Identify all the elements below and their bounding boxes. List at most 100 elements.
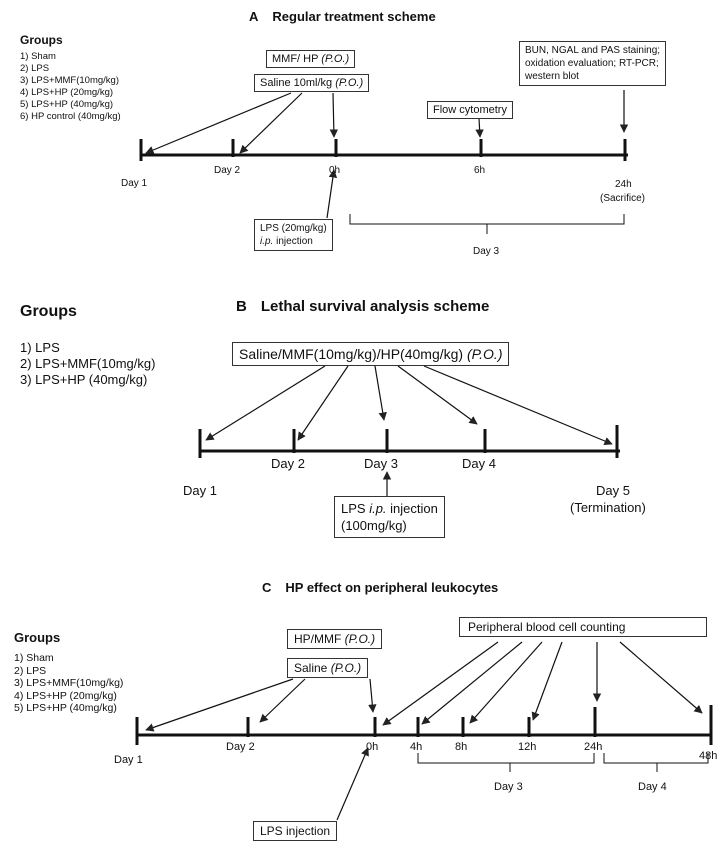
panel-b-letter: B xyxy=(236,298,247,315)
box-a-lps: LPS (20mg/kg) i.p. injection xyxy=(254,219,333,251)
box-c-drug: HP/MMF (P.O.) xyxy=(287,629,383,649)
group-item: 4) LPS+HP (20mg/kg) xyxy=(14,689,117,702)
group-item: 1) LPS xyxy=(20,340,60,355)
label-c-12h: 12h xyxy=(518,741,537,753)
label-c-0h: 0h xyxy=(366,741,379,753)
box-a-analysis-line: BUN, NGAL and PAS staining; xyxy=(525,45,661,56)
panel-c-title: C HP effect on peripheral leukocytes xyxy=(262,580,498,595)
panel-c-graphics xyxy=(135,641,713,821)
box-b-lps-suffix: injection xyxy=(386,501,438,516)
box-a-saline: Saline 10ml/kg (P.O.) xyxy=(254,74,370,92)
box-a-lps-line2: i.p. injection xyxy=(260,235,327,248)
panel-a-groups-heading: Groups xyxy=(20,33,63,47)
label-c-4h: 4h xyxy=(410,741,423,753)
label-b-day5: Day 5 xyxy=(596,483,630,498)
box-a-analysis-line: oxidation evaluation; RT-PCR; xyxy=(525,58,659,69)
label-a-0h: 0h xyxy=(329,165,341,176)
panel-b-graphics xyxy=(198,365,620,497)
arrow-a-saline-0h xyxy=(329,92,339,138)
box-a-drug: MMF/ HP (P.O.) xyxy=(266,50,356,68)
panel-c-title-text: HP effect on peripheral leukocytes xyxy=(285,580,499,595)
label-b-day4: Day 4 xyxy=(462,456,496,471)
group-item: 3) LPS+HP (40mg/kg) xyxy=(20,372,148,387)
group-item: 2) LPS xyxy=(20,63,50,74)
box-a-analysis-line: western blot xyxy=(525,71,579,82)
brace-c-day3 xyxy=(417,753,595,772)
panel-a-letter: A xyxy=(249,9,259,24)
panel-c-letter: C xyxy=(262,580,272,595)
label-a-6h: 6h xyxy=(474,165,486,176)
box-a-analysis: BUN, NGAL and PAS staining; oxidation ev… xyxy=(519,41,667,86)
arrow-b-day5 xyxy=(423,365,613,445)
arrow-c-count-4h xyxy=(421,641,523,725)
box-a-drug-label: MMF/ HP xyxy=(272,53,322,65)
arrow-c-saline-0h xyxy=(368,678,377,713)
box-c-drug-label: HP/MMF xyxy=(294,632,345,646)
group-item: 2) LPS+MMF(10mg/kg) xyxy=(20,356,156,371)
box-c-drug-route: (P.O.) xyxy=(344,632,376,646)
label-c-day1: Day 1 xyxy=(114,754,143,766)
box-c-saline-route: (P.O.) xyxy=(330,661,362,675)
arrow-c-count-12h xyxy=(531,641,563,721)
box-c-saline: Saline (P.O.) xyxy=(287,658,369,678)
label-b-day2: Day 2 xyxy=(271,456,305,471)
panel-c-groups-heading: Groups xyxy=(14,630,61,645)
box-b-treatment-route: (P.O.) xyxy=(466,346,503,362)
label-a-day1: Day 1 xyxy=(121,178,148,189)
arrow-b-day4 xyxy=(397,365,478,425)
panel-b-group-list: 1) LPS 2) LPS+MMF(10mg/kg) 3) LPS+HP (40… xyxy=(20,340,155,388)
box-a-flow: Flow cytometry xyxy=(427,101,513,119)
panel-b-groups-heading: Groups xyxy=(20,303,77,320)
group-item: 4) LPS+HP (20mg/kg) xyxy=(20,87,114,98)
panel-a-title: A Regular treatment scheme xyxy=(249,9,436,24)
arrow-c-saline-day2 xyxy=(259,678,306,723)
arrow-c-saline-day1 xyxy=(145,678,294,732)
box-a-lps-line1: LPS (20mg/kg) xyxy=(260,223,327,234)
arrow-a-flow xyxy=(475,117,484,138)
arrow-a-lps xyxy=(326,169,338,219)
label-a-24h: 24h xyxy=(615,179,632,190)
box-b-lps-prefix: LPS xyxy=(341,501,370,516)
box-a-lps-route: i.p. xyxy=(260,236,274,247)
box-b-lps-route: i.p. xyxy=(369,501,387,516)
panel-a-group-list: 1) Sham 2) LPS 3) LPS+MMF(10mg/kg) 4) LP… xyxy=(20,51,121,123)
label-c-48h: 48h xyxy=(699,750,718,762)
box-b-treatment: Saline/MMF(10mg/kg)/HP(40mg/kg) (P.O.) xyxy=(232,342,510,366)
arrow-a-saline-day1 xyxy=(145,92,292,154)
box-c-saline-label: Saline xyxy=(294,661,331,675)
arrow-b-day3 xyxy=(374,365,387,421)
arrow-b-day2 xyxy=(297,365,349,441)
panel-a-title-text: Regular treatment scheme xyxy=(272,9,436,24)
label-c-day3: Day 3 xyxy=(494,781,523,793)
group-item: 6) HP control (40mg/kg) xyxy=(20,111,121,122)
arrow-c-lps xyxy=(336,747,369,821)
box-c-lps: LPS injection xyxy=(253,821,338,841)
panel-c-group-list: 1) Sham 2) LPS 3) LPS+MMF(10mg/kg) 4) LP… xyxy=(14,652,123,715)
panel-b-title-text: Lethal survival analysis scheme xyxy=(260,298,490,315)
label-c-day4: Day 4 xyxy=(638,781,667,793)
label-c-24h: 24h xyxy=(584,741,603,753)
label-a-sacrifice: (Sacrifice) xyxy=(600,193,646,204)
brace-c-day4 xyxy=(603,753,709,772)
panel-b-title: B Lethal survival analysis scheme xyxy=(236,298,489,315)
label-c-day2: Day 2 xyxy=(226,741,255,753)
brace-a-day3 xyxy=(349,214,625,234)
box-b-treatment-label: Saline/MMF(10mg/kg)/HP(40mg/kg) xyxy=(239,346,467,362)
box-a-lps-text: injection xyxy=(273,236,313,247)
box-b-lps-line1: LPS i.p. injection xyxy=(341,500,438,517)
arrow-b-day1 xyxy=(205,365,326,441)
box-a-drug-route: (P.O.) xyxy=(321,53,350,65)
group-item: 2) LPS xyxy=(14,664,47,677)
arrow-c-count-48h xyxy=(619,641,703,714)
box-b-lps-line2: (100mg/kg) xyxy=(341,518,407,533)
label-b-day1: Day 1 xyxy=(183,483,217,498)
group-item: 3) LPS+MMF(10mg/kg) xyxy=(14,677,124,689)
group-item: 5) LPS+HP (40mg/kg) xyxy=(14,702,117,714)
label-b-termination: (Termination) xyxy=(570,500,646,515)
arrow-c-count-0h xyxy=(382,641,499,726)
panel-a-graphics xyxy=(139,90,629,234)
box-a-saline-route: (P.O.) xyxy=(335,77,364,89)
label-a-day3: Day 3 xyxy=(473,246,500,257)
box-b-lps: LPS i.p. injection (100mg/kg) xyxy=(334,496,445,538)
